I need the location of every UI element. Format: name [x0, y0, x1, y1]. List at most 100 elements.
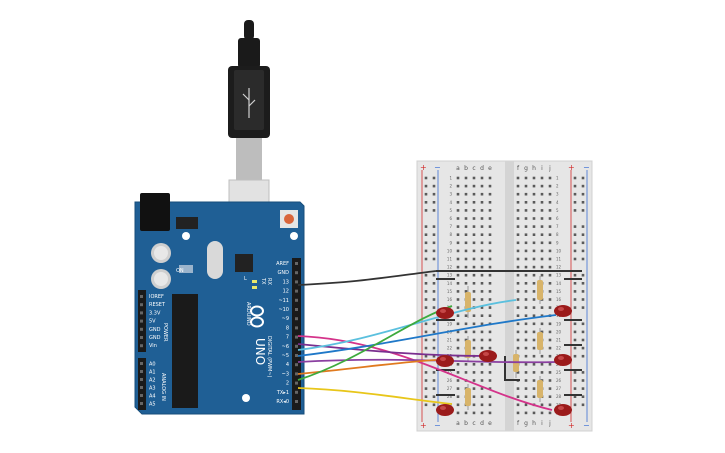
breadboard-hole[interactable] [488, 330, 492, 334]
breadboard-hole[interactable] [456, 371, 460, 374]
breadboard-hole[interactable] [516, 346, 520, 350]
breadboard-hole[interactable] [464, 322, 468, 326]
breadboard-hole[interactable] [464, 411, 468, 415]
rail-hole[interactable] [573, 371, 577, 374]
rail-hole[interactable] [432, 176, 436, 180]
breadboard-hole[interactable] [456, 217, 460, 220]
breadboard-hole[interactable] [532, 330, 536, 334]
breadboard-hole[interactable] [548, 217, 552, 220]
breadboard-hole[interactable] [532, 201, 536, 204]
breadboard-hole[interactable] [548, 225, 552, 228]
rail-hole[interactable] [424, 371, 428, 374]
breadboard-hole[interactable] [480, 273, 484, 277]
rail-hole[interactable] [581, 192, 585, 196]
breadboard-hole[interactable] [532, 233, 536, 236]
rail-hole[interactable] [581, 184, 585, 188]
rail-hole[interactable] [432, 395, 436, 398]
breadboard-hole[interactable] [488, 176, 492, 180]
rail-hole[interactable] [424, 330, 428, 334]
analog-pin-socket[interactable] [140, 370, 143, 373]
rail-hole[interactable] [573, 257, 577, 261]
breadboard-hole[interactable] [548, 338, 552, 342]
breadboard-hole[interactable] [540, 249, 544, 253]
power-pin-socket[interactable] [140, 327, 143, 331]
breadboard-hole[interactable] [472, 330, 476, 334]
rail-hole[interactable] [581, 282, 585, 285]
digital-pin-socket[interactable] [295, 400, 298, 403]
breadboard-hole[interactable] [488, 338, 492, 342]
resistor-2[interactable] [465, 336, 471, 362]
breadboard-hole[interactable] [488, 241, 492, 245]
breadboard-hole[interactable] [480, 379, 484, 382]
rail-hole[interactable] [573, 176, 577, 180]
breadboard-hole[interactable] [532, 363, 536, 366]
breadboard-hole[interactable] [516, 411, 520, 415]
breadboard-hole[interactable] [472, 241, 476, 245]
breadboard-hole[interactable] [548, 257, 552, 261]
led-7[interactable] [554, 404, 572, 416]
rail-hole[interactable] [424, 184, 428, 188]
breadboard-hole[interactable] [464, 273, 468, 277]
led-2[interactable] [436, 355, 454, 367]
breadboard-hole[interactable] [472, 403, 476, 407]
breadboard-hole[interactable] [548, 184, 552, 188]
rail-hole[interactable] [424, 306, 428, 309]
breadboard-hole[interactable] [456, 379, 460, 382]
breadboard-hole[interactable] [488, 265, 492, 269]
rail-hole[interactable] [424, 225, 428, 228]
rail-hole[interactable] [581, 346, 585, 350]
led-3[interactable] [436, 404, 454, 416]
breadboard-hole[interactable] [548, 330, 552, 334]
rail-hole[interactable] [581, 273, 585, 277]
power-pin-socket[interactable] [140, 344, 143, 348]
breadboard-hole[interactable] [464, 201, 468, 204]
rail-hole[interactable] [424, 395, 428, 398]
breadboard-hole[interactable] [472, 217, 476, 220]
rail-hole[interactable] [581, 306, 585, 309]
breadboard-hole[interactable] [456, 290, 460, 293]
breadboard-hole[interactable] [456, 209, 460, 212]
digital-header[interactable] [292, 258, 301, 410]
breadboard-hole[interactable] [516, 403, 520, 407]
breadboard-hole[interactable] [532, 411, 536, 415]
rail-hole[interactable] [424, 346, 428, 350]
breadboard-hole[interactable] [480, 338, 484, 342]
breadboard-hole[interactable] [548, 265, 552, 269]
breadboard-hole[interactable] [472, 249, 476, 253]
digital-pin-socket[interactable] [295, 298, 298, 302]
breadboard-hole[interactable] [540, 363, 544, 366]
rail-hole[interactable] [573, 403, 577, 407]
digital-pin-socket[interactable] [295, 289, 298, 293]
breadboard-hole[interactable] [480, 298, 484, 301]
breadboard-hole[interactable] [516, 233, 520, 236]
breadboard-hole[interactable] [524, 306, 528, 309]
breadboard-hole[interactable] [464, 371, 468, 374]
breadboard-hole[interactable] [464, 265, 468, 269]
rail-hole[interactable] [432, 379, 436, 382]
breadboard-hole[interactable] [480, 257, 484, 261]
breadboard-hole[interactable] [472, 314, 476, 317]
breadboard-hole[interactable] [516, 298, 520, 301]
breadboard-hole[interactable] [524, 192, 528, 196]
rail-hole[interactable] [581, 403, 585, 407]
rail-hole[interactable] [573, 354, 577, 358]
breadboard-hole[interactable] [456, 314, 460, 317]
breadboard-hole[interactable] [480, 217, 484, 220]
rail-hole[interactable] [424, 209, 428, 212]
breadboard-hole[interactable] [524, 201, 528, 204]
breadboard-hole[interactable] [456, 387, 460, 390]
breadboard-hole[interactable] [456, 233, 460, 236]
breadboard-hole[interactable] [480, 306, 484, 309]
breadboard-hole[interactable] [524, 290, 528, 293]
rail-hole[interactable] [581, 201, 585, 204]
rail-hole[interactable] [581, 379, 585, 382]
breadboard-hole[interactable] [548, 241, 552, 245]
breadboard-hole[interactable] [532, 354, 536, 358]
arduino-uno-board[interactable]: ARDUINO UNO DIGITAL (PWM~) TX RX ON L AR… [134, 193, 305, 415]
breadboard-hole[interactable] [488, 225, 492, 228]
breadboard-hole[interactable] [524, 322, 528, 326]
breadboard-hole[interactable] [516, 257, 520, 261]
breadboard-hole[interactable] [488, 363, 492, 366]
breadboard-hole[interactable] [488, 201, 492, 204]
